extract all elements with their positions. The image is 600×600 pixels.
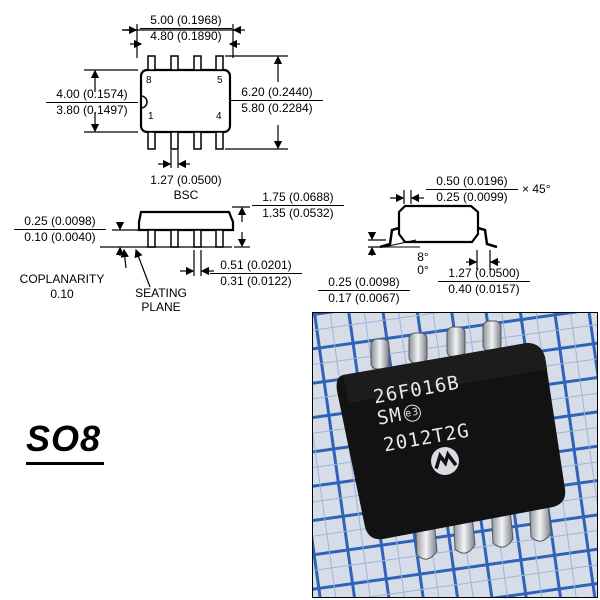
seating-plane-line2: PLANE	[141, 300, 181, 314]
chamfer-max: 0.50 (0.0196)	[426, 174, 518, 190]
pin-4-label: 4	[216, 111, 222, 122]
lead-angle-max: 8°	[417, 250, 429, 264]
height-min: 1.35 (0.0532)	[262, 206, 334, 220]
standoff-max: 0.25 (0.0098)	[14, 214, 106, 230]
lead-angle-min: 0°	[417, 263, 429, 277]
package-name: SO8	[26, 418, 102, 459]
chamfer-angle: × 45°	[522, 182, 551, 196]
chip-e3-badge: e3	[402, 403, 423, 424]
seating-plane-line1: SEATING	[135, 286, 187, 300]
lead-width-min: 0.31 (0.0122)	[220, 274, 292, 288]
end-view-lead-right	[477, 226, 498, 249]
lead-thickness-min: 0.17 (0.0067)	[328, 291, 400, 305]
package-name-underline	[26, 462, 104, 465]
body-length-min: 4.80 (0.1890)	[150, 29, 222, 43]
pitch-note: BSC	[173, 188, 199, 202]
coplanarity-label: COPLANARITY	[19, 272, 105, 286]
body-length-dimension: 5.00 (0.1968) 4.80 (0.1890)	[140, 13, 232, 44]
pin-8-label: 8	[146, 75, 152, 86]
end-view-lead-left	[379, 226, 400, 249]
chamfer-dimension: 0.50 (0.0196) 0.25 (0.0099)	[426, 174, 518, 205]
top-view-body	[139, 68, 232, 134]
coplanarity-value: 0.10	[50, 287, 74, 301]
pin1-notch	[140, 95, 148, 109]
lead-thickness-dimension: 0.25 (0.0098) 0.17 (0.0067)	[318, 275, 410, 306]
body-length-max: 5.00 (0.1968)	[140, 13, 232, 29]
body-width-max: 4.00 (0.1574)	[46, 87, 138, 103]
overall-width-max: 6.20 (0.2440)	[231, 85, 323, 101]
chip-upper-leads	[370, 320, 502, 370]
lead-width-dimension: 0.51 (0.0201) 0.31 (0.0122)	[210, 258, 302, 289]
side-view-body	[137, 210, 235, 232]
body-width-dimension: 4.00 (0.1574) 3.80 (0.1497)	[46, 87, 138, 118]
foot-length-max: 1.27 (0.0500)	[438, 266, 530, 282]
top-view-pins-upper	[147, 55, 224, 71]
standoff-min: 0.10 (0.0040)	[24, 230, 96, 244]
lead-thickness-max: 0.25 (0.0098)	[318, 275, 410, 291]
standoff-dimension: 0.25 (0.0098) 0.10 (0.0040)	[14, 214, 106, 245]
height-max: 1.75 (0.0688)	[252, 190, 344, 206]
height-dimension: 1.75 (0.0688) 1.35 (0.0532)	[252, 190, 344, 221]
chip-marking-sm: SM	[375, 403, 404, 430]
body-width-min: 3.80 (0.1497)	[56, 103, 128, 117]
top-view-pins-lower	[147, 131, 224, 150]
pin-1-label: 1	[148, 111, 154, 122]
chip-photo: 26F016B SMe3 2012T2G	[312, 312, 598, 598]
lead-angle-dimension: 8° 0°	[412, 250, 434, 276]
pitch-label: 1.27 (0.0500)	[150, 173, 222, 187]
overall-width-dimension: 6.20 (0.2440) 5.80 (0.2284)	[231, 85, 323, 116]
lead-width-max: 0.51 (0.0201)	[210, 258, 302, 274]
overall-width-min: 5.80 (0.2284)	[241, 101, 313, 115]
microchip-logo-icon	[431, 447, 459, 475]
foot-length-dimension: 1.27 (0.0500) 0.40 (0.0157)	[438, 266, 530, 297]
chamfer-min: 0.25 (0.0099)	[436, 190, 508, 204]
foot-length-min: 0.40 (0.0157)	[448, 282, 520, 296]
end-view-body	[397, 204, 480, 244]
chip-photo-image	[313, 313, 597, 597]
pin-5-label: 5	[217, 75, 223, 86]
side-view-leads	[147, 229, 224, 248]
